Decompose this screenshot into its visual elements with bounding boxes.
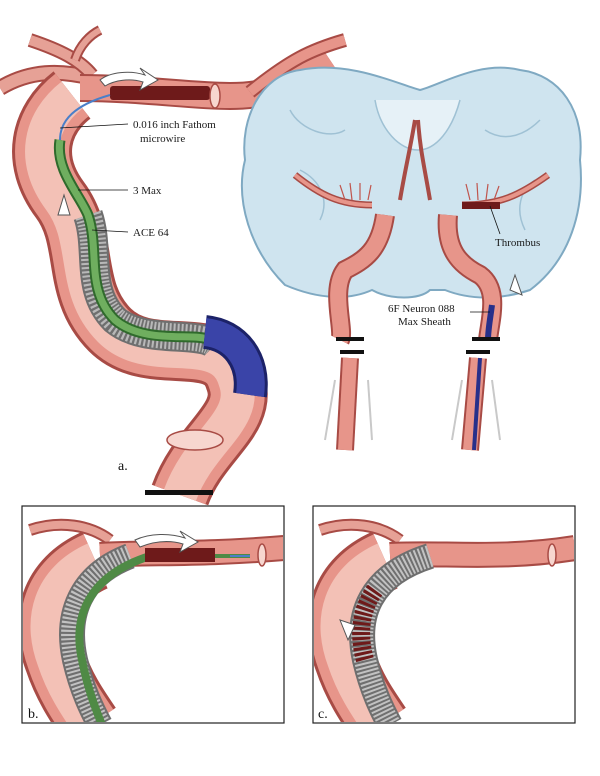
panel-a-vessel [0, 25, 347, 507]
aspiration-arrow-icon [99, 67, 159, 92]
panel-a-label: a. [118, 459, 128, 474]
panel-c-label: c. [318, 707, 328, 722]
neuron-sheath-label-line1: 6F Neuron 088 [388, 303, 455, 315]
microwire-label-line1: 0.016 inch Fathom [133, 119, 216, 131]
panel-b [21, 505, 285, 724]
max3-label: 3 Max [133, 185, 162, 197]
microwire-label-line2: microwire [140, 133, 185, 145]
neuron-sheath-label-line2: Max Sheath [398, 316, 451, 328]
thrombus-label: Thrombus [495, 237, 540, 249]
brain-coronal-section [241, 66, 582, 345]
neck-vessels [324, 337, 501, 451]
panel-b-label: b. [28, 707, 39, 722]
ace64-label: ACE 64 [133, 227, 169, 239]
aspiration-arrow-icon [134, 530, 199, 554]
panel-c [312, 505, 576, 724]
